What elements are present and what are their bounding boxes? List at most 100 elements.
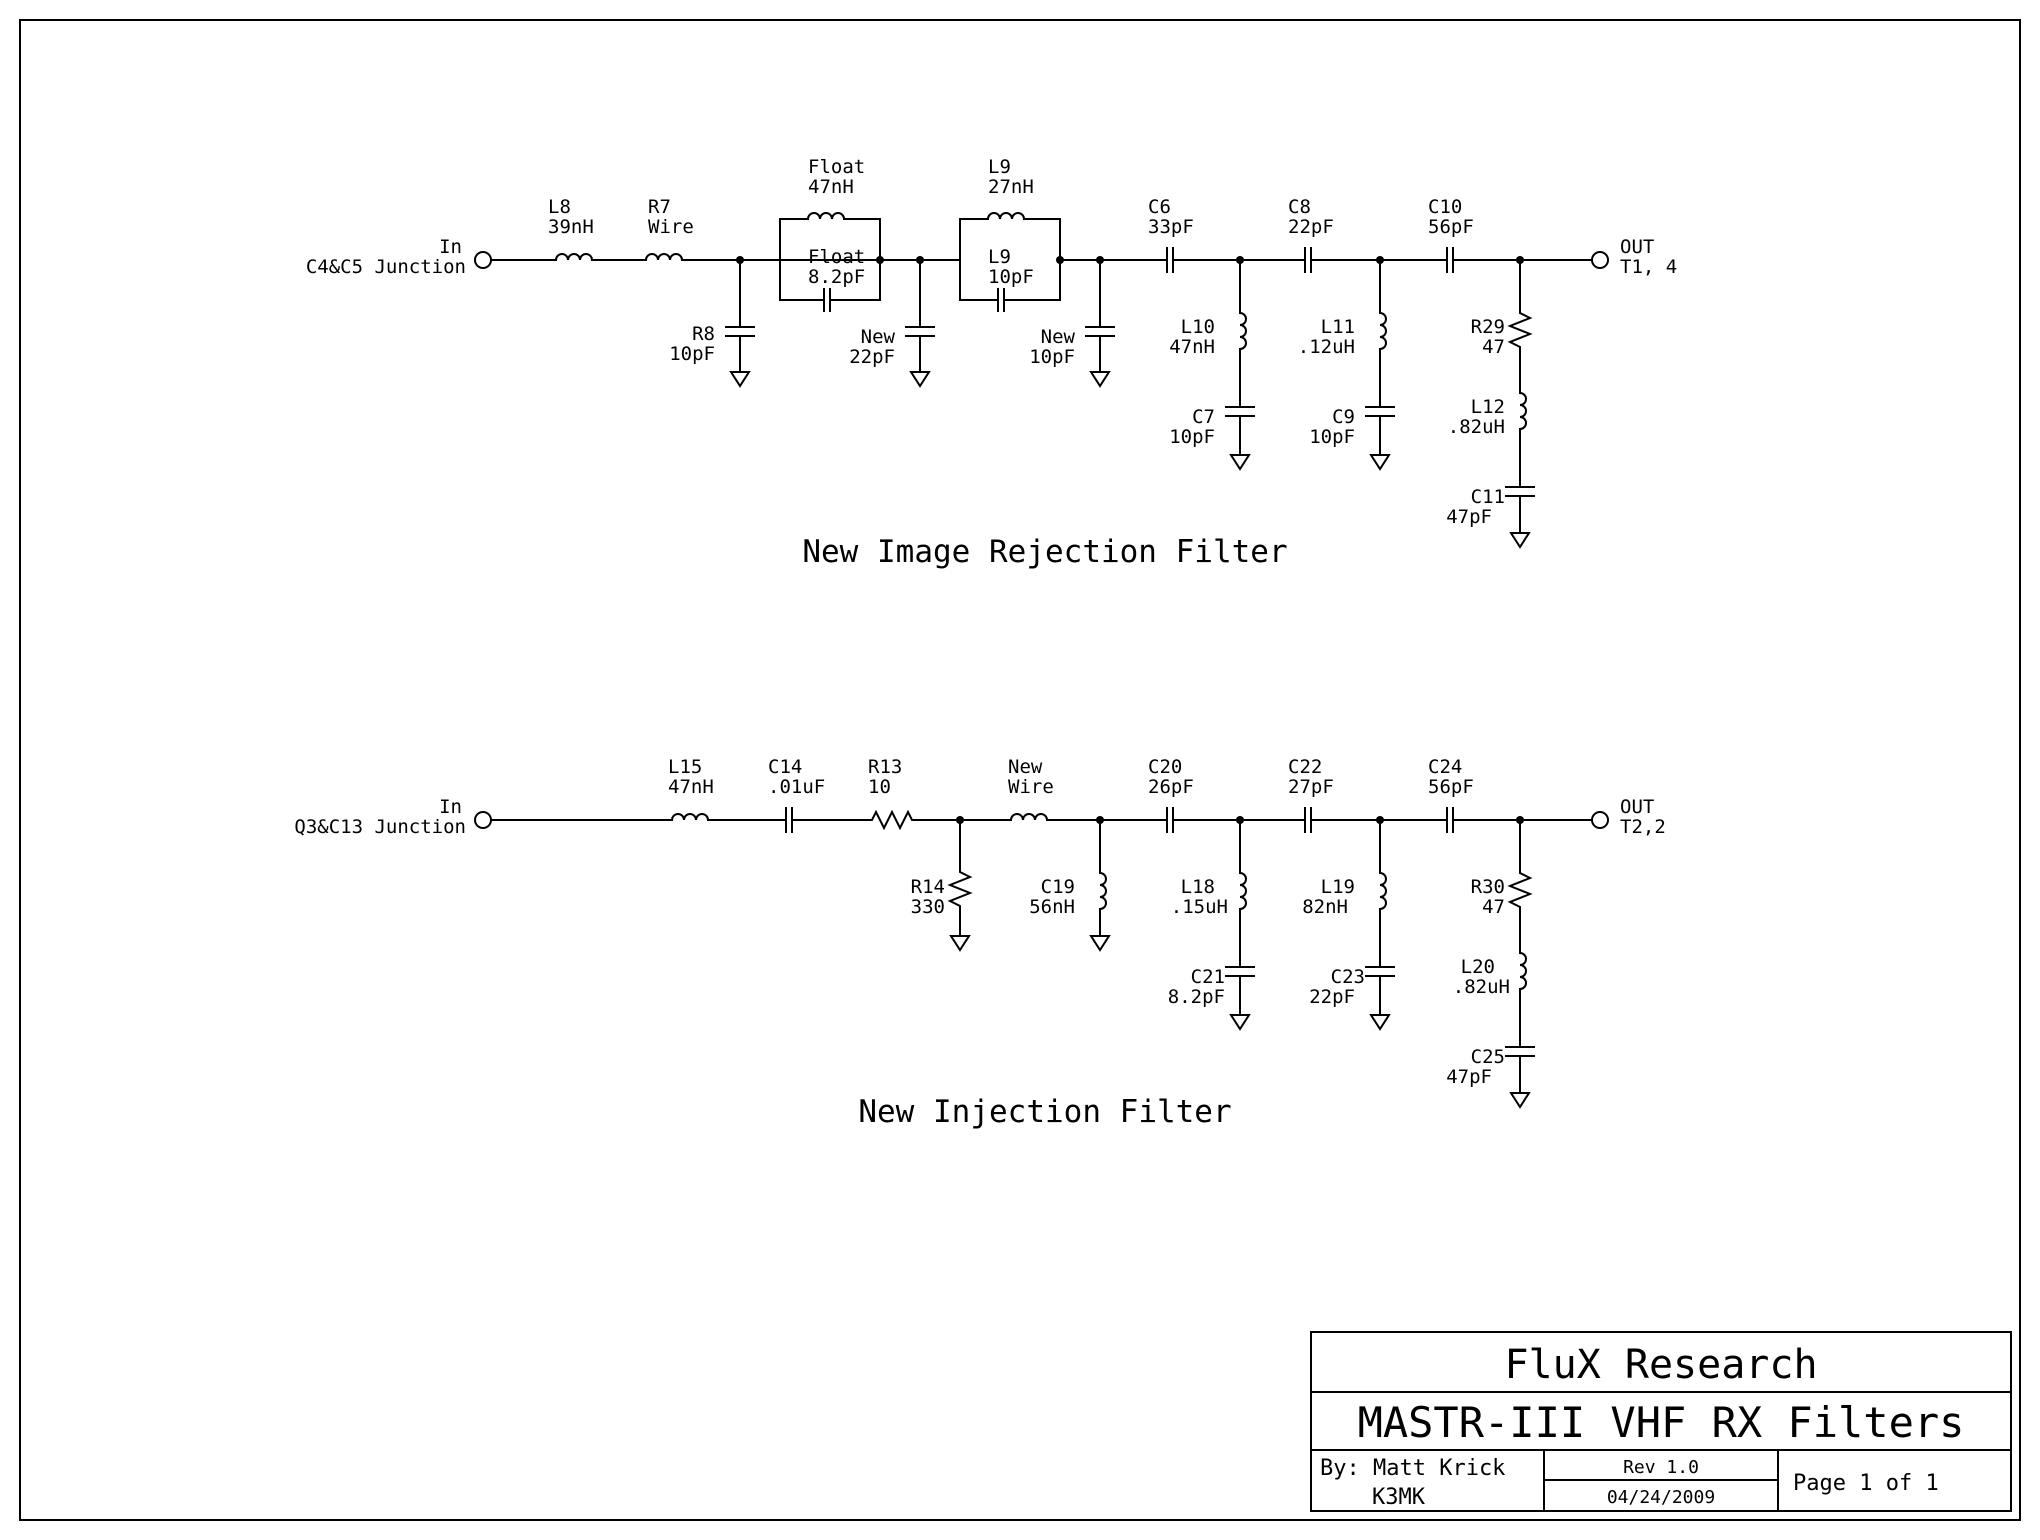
junction-dot (1096, 256, 1104, 264)
out-label-bottom: OUT (1620, 796, 1654, 818)
c20-value: 26pF (1148, 776, 1194, 798)
l12-ref: L12 (1471, 396, 1505, 418)
junction-dot (736, 256, 744, 264)
c24-ref: C24 (1428, 756, 1462, 778)
author: By: Matt Krick (1320, 1456, 1505, 1481)
c9-value: 10pF (1309, 426, 1355, 448)
l15-value: 47nH (668, 776, 714, 798)
c14-ref: C14 (768, 756, 802, 778)
r8-value: 10pF (669, 343, 715, 365)
c19-value: 56nH (1029, 896, 1075, 918)
page-number: Page 1 of 1 (1793, 1471, 1939, 1496)
c22-value: 27pF (1288, 776, 1334, 798)
r14-value: 330 (911, 896, 945, 918)
c19-ref: C19 (1041, 876, 1075, 898)
callsign: K3MK (1372, 1485, 1426, 1510)
c20-ref: C20 (1148, 756, 1182, 778)
c25-value: 47pF (1446, 1066, 1492, 1088)
l9-top-ref: L9 (988, 156, 1011, 178)
r13-value: 10 (868, 776, 891, 798)
c22-ref: C22 (1288, 756, 1322, 778)
c9-ref: C9 (1332, 406, 1355, 428)
c7-ref: C7 (1192, 406, 1215, 428)
r29-value: 47 (1482, 336, 1505, 358)
junction-dot (1096, 816, 1104, 824)
l20-value: .82uH (1453, 976, 1510, 998)
output-terminal-top (1591, 251, 1609, 269)
c10-value: 56pF (1428, 216, 1474, 238)
branch-r30-l20-c25 (1505, 819, 1535, 1109)
input-terminal-top (474, 251, 492, 269)
l10-value: 47nH (1169, 336, 1215, 358)
title-block: FluX Research MASTR-III VHF RX Filters B… (1310, 1331, 2012, 1512)
branch-l10-c7 (1225, 259, 1255, 471)
branch-l18-c21 (1225, 819, 1255, 1031)
new-c2-value: 10pF (1029, 346, 1075, 368)
out-label-top: OUT (1620, 236, 1654, 258)
out-sub-bottom: T2,2 (1620, 816, 1666, 838)
c25-ref: C25 (1471, 1046, 1505, 1068)
l9-mid-value: 10pF (988, 266, 1034, 288)
c6-ref: C6 (1148, 196, 1171, 218)
r14-ref: R14 (911, 876, 945, 898)
company-name: FluX Research (1504, 1342, 1817, 1388)
c23-value: 22pF (1309, 986, 1355, 1008)
image-rejection-filter-title: New Image Rejection Filter (802, 534, 1287, 570)
out-sub-top: T1, 4 (1620, 256, 1677, 278)
capacitor-c8 (1304, 247, 1312, 273)
c10-ref: C10 (1428, 196, 1462, 218)
branch-l19-c23 (1365, 819, 1395, 1031)
l11-ref: L11 (1321, 316, 1355, 338)
r7-ref: R7 (648, 196, 671, 218)
capacitor-l9 (997, 288, 1005, 312)
branch-r29-l12-c11 (1505, 259, 1535, 549)
page-border (19, 19, 2021, 1521)
l12-value: .82uH (1448, 416, 1505, 438)
float-c-ref: Float (808, 246, 865, 268)
injection-filter: In Q3&C13 Junction OUT T2,2 L15 47nH C14… (294, 756, 1665, 1130)
inductor-c19 (1089, 819, 1111, 952)
l11-value: .12uH (1298, 336, 1355, 358)
c8-ref: C8 (1288, 196, 1311, 218)
new-wire-value: Wire (1008, 776, 1054, 798)
capacitor-c6 (1166, 247, 1174, 273)
r29-ref: R29 (1471, 316, 1505, 338)
junction-dot (1236, 256, 1244, 264)
in-label-top: In (439, 236, 462, 258)
in-label-bottom: In (439, 796, 462, 818)
c23-ref: C23 (1331, 966, 1365, 988)
injection-filter-title: New Injection Filter (858, 1094, 1231, 1130)
r30-value: 47 (1482, 896, 1505, 918)
junction-dot (1376, 816, 1384, 824)
inductor-float (806, 212, 846, 221)
capacitor-float (823, 288, 831, 312)
l8-ref: L8 (548, 196, 571, 218)
l8-value: 39nH (548, 216, 594, 238)
junction-dot (1516, 256, 1524, 264)
resistor-r14 (947, 819, 973, 952)
c14-value: .01uF (768, 776, 825, 798)
c11-ref: C11 (1471, 486, 1505, 508)
drawing-date: 04/24/2009 (1607, 1487, 1715, 1508)
r13-ref: R13 (868, 756, 902, 778)
junction-dot (1516, 816, 1524, 824)
capacitor-c24 (1446, 807, 1454, 833)
junction-dot (1056, 256, 1064, 264)
branch-l11-c9 (1365, 259, 1395, 471)
inductor-l9 (986, 212, 1026, 221)
float-c-value: 8.2pF (808, 266, 865, 288)
inductor-r7 (644, 253, 684, 262)
capacitor-c20 (1166, 807, 1174, 833)
inductor-new-wire (1009, 813, 1049, 822)
output-terminal-bottom (1591, 811, 1609, 829)
junction-dot (1236, 816, 1244, 824)
c11-value: 47pF (1446, 506, 1492, 528)
new-c1-ref: New (861, 326, 896, 348)
junction-dot (876, 256, 884, 264)
capacitor-c14 (785, 807, 793, 833)
l15-ref: L15 (668, 756, 702, 778)
new-c1-value: 22pF (849, 346, 895, 368)
new-c2-ref: New (1041, 326, 1076, 348)
